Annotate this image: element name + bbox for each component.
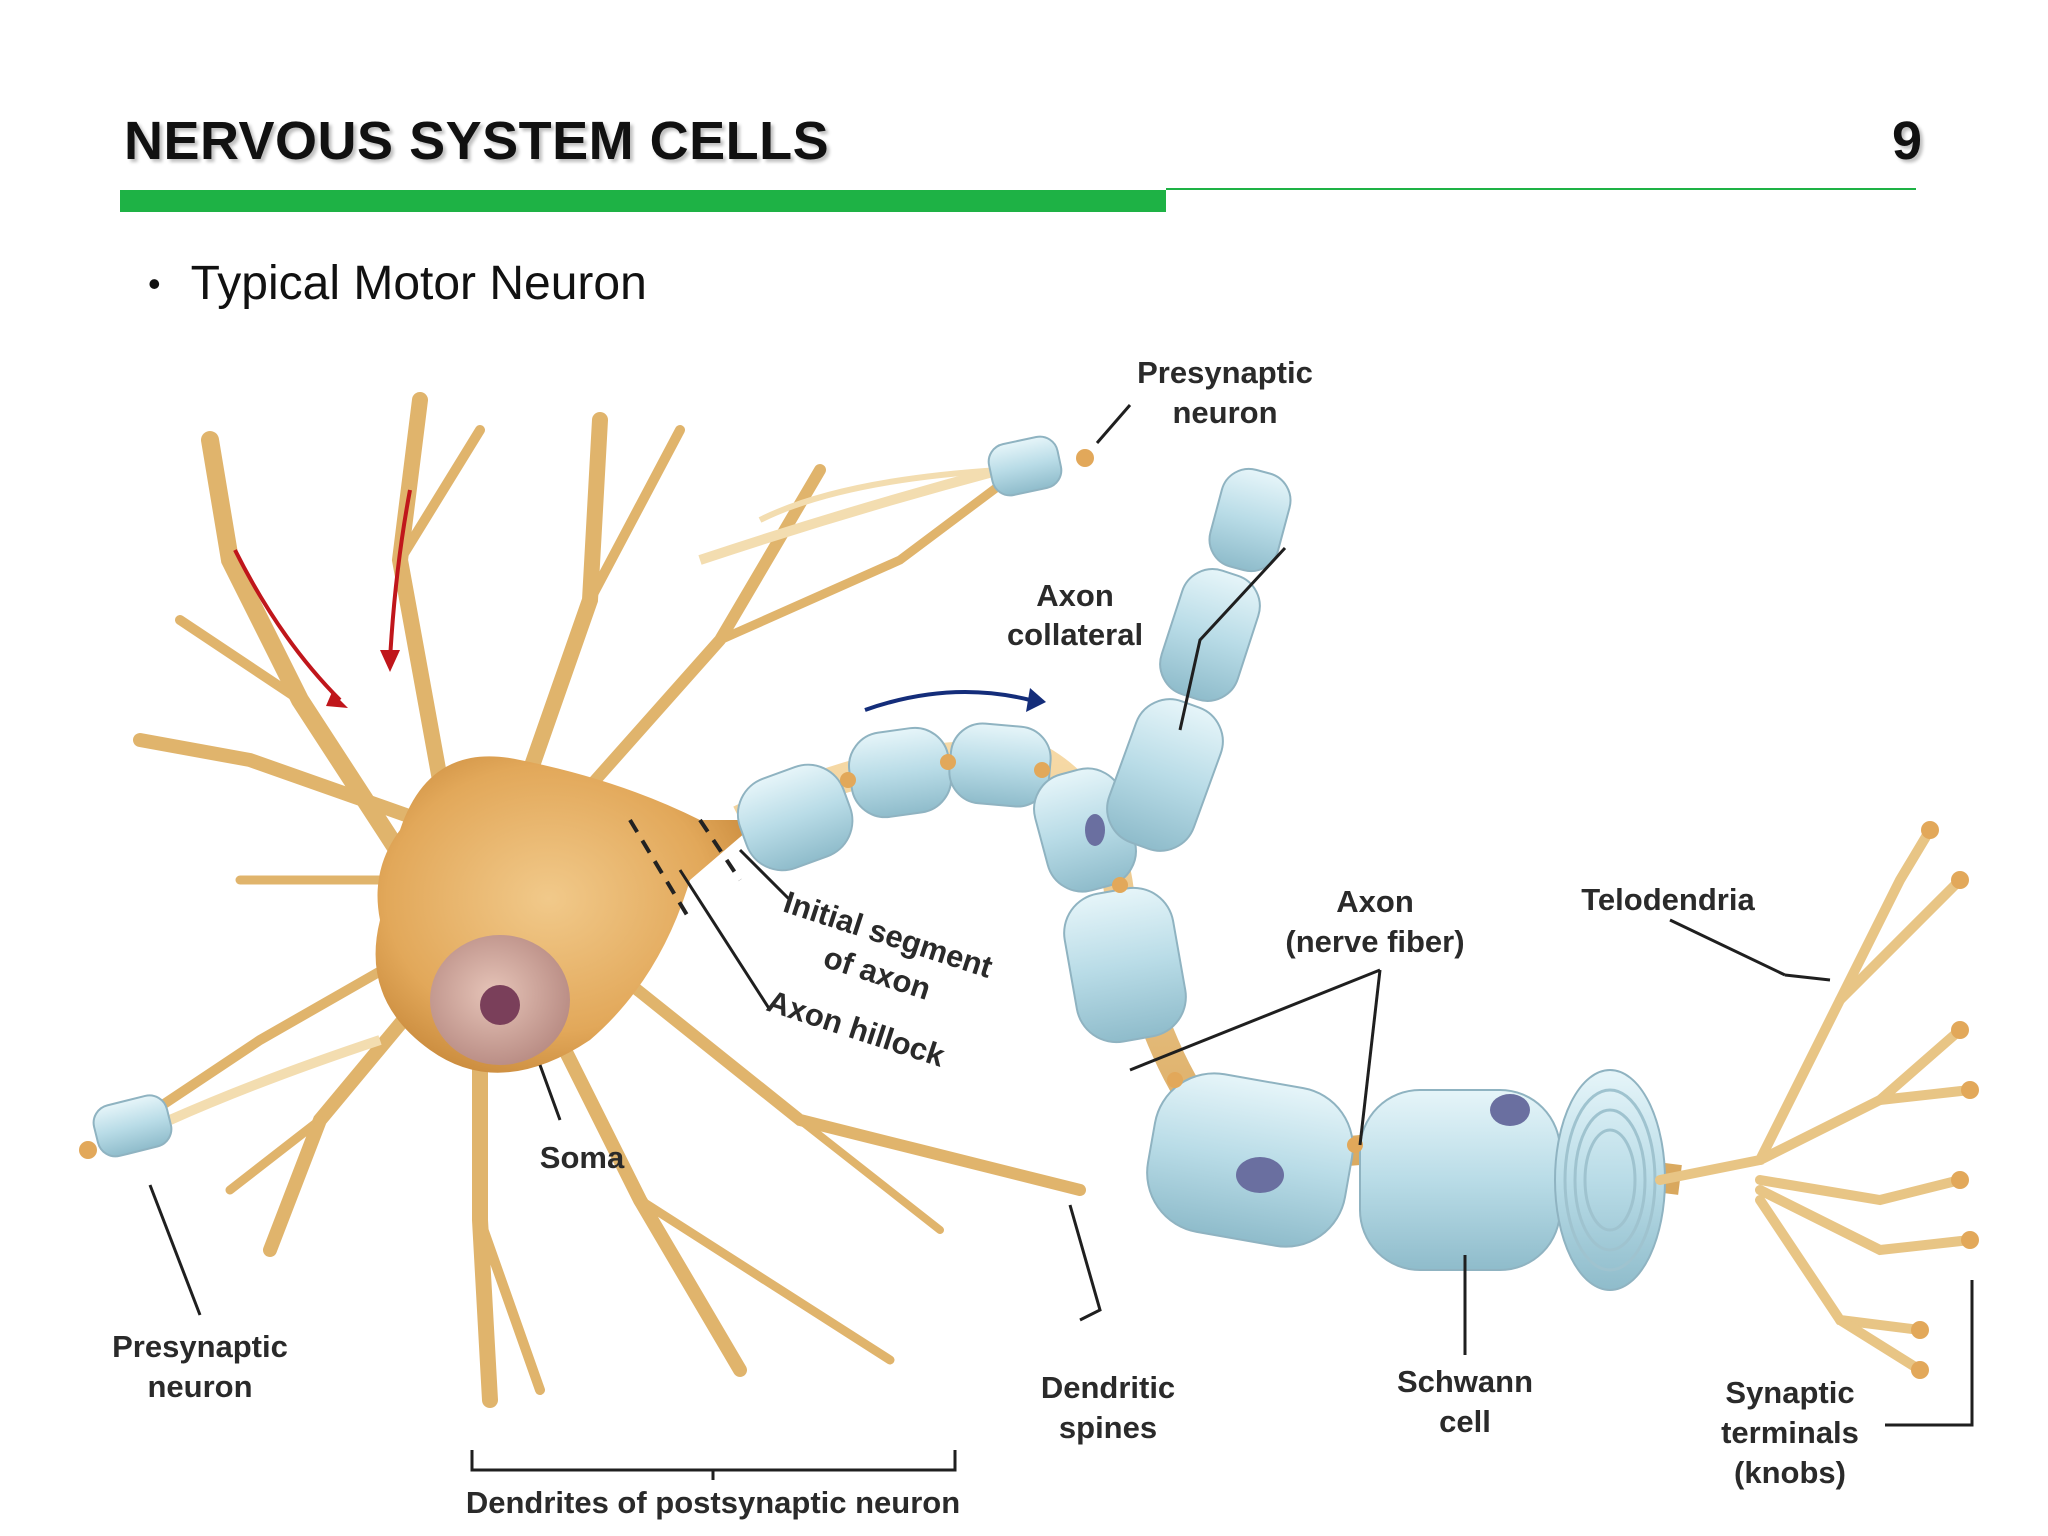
telodendria: [1655, 825, 1975, 1375]
synaptic-terminals: [1911, 821, 1979, 1379]
bullet-text: Typical Motor Neuron: [190, 257, 647, 310]
flow-arrows: [233, 489, 1046, 712]
label-axon-line2: (nerve fiber): [1285, 924, 1464, 959]
page-number: 9: [1891, 111, 1922, 171]
slide-title: NERVOUS SYSTEM CELLS: [124, 111, 830, 171]
label-axon-collateral-line2: collateral: [1007, 617, 1143, 652]
label-schwann-cell-line2: cell: [1439, 1404, 1491, 1439]
label-presynaptic-top-line2: neuron: [1172, 395, 1277, 430]
label-presynaptic-top-line1: Presynaptic: [1137, 355, 1313, 390]
axon-collateral: [1106, 467, 1292, 852]
label-presynaptic-left-line2: neuron: [147, 1369, 252, 1404]
schwann-nuclei: [1085, 814, 1530, 1193]
bullet-icon: •: [148, 262, 161, 304]
bullet-item: • Typical Motor Neuron: [148, 256, 647, 311]
label-synaptic-terminals-line2: terminals: [1721, 1415, 1859, 1450]
label-dendritic-spines-line1: Dendritic: [1041, 1370, 1175, 1405]
title-underline-thick: [120, 190, 1166, 212]
presynaptic-neuron-top: [698, 435, 1094, 565]
label-dendrites: Dendrites of postsynaptic neuron: [466, 1485, 960, 1520]
label-axon-line1: Axon: [1336, 884, 1414, 919]
soma-body: [375, 756, 760, 1073]
label-presynaptic-left-line1: Presynaptic: [112, 1329, 288, 1364]
label-axon-collateral-line1: Axon: [1036, 578, 1114, 613]
label-schwann-cell-line1: Schwann: [1397, 1364, 1533, 1399]
title-underline-thin: [1166, 188, 1916, 190]
label-synaptic-terminals-line3: (knobs): [1734, 1455, 1846, 1490]
dendrites: [133, 392, 1086, 1408]
presynaptic-neuron-left: [79, 1035, 382, 1159]
hillock-markers: [628, 818, 742, 922]
label-dendritic-spines-line2: spines: [1059, 1410, 1157, 1445]
label-soma: Soma: [540, 1140, 625, 1175]
label-synaptic-terminals-line1: Synaptic: [1725, 1375, 1854, 1410]
label-telodendria: Telodendria: [1581, 882, 1755, 917]
leader-lines: [148, 404, 1974, 1480]
nucleolus: [480, 985, 520, 1025]
axon: [733, 722, 1682, 1291]
